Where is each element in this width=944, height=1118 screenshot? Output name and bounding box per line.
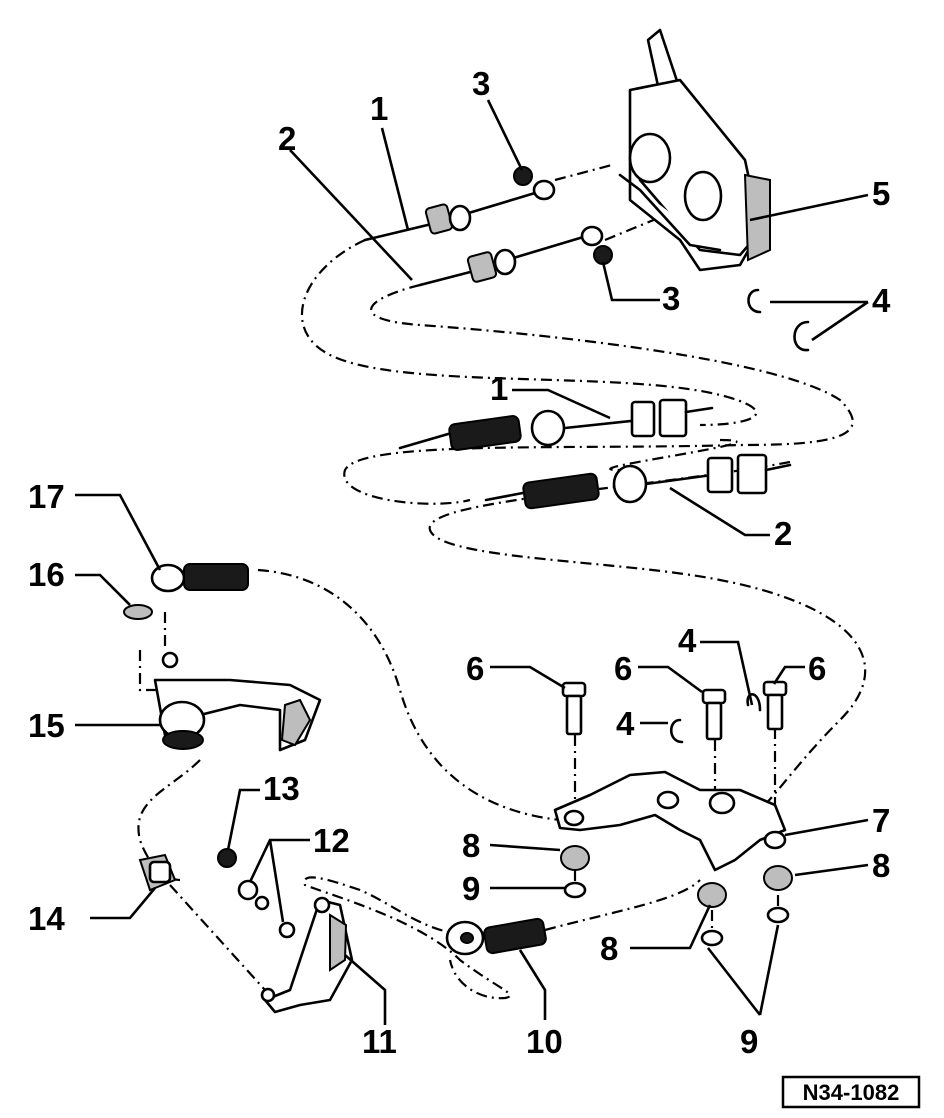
- gearbox-housing-bracket: [618, 28, 771, 272]
- callout-14: 14: [28, 900, 65, 937]
- callout-2-middle: 2: [774, 515, 792, 552]
- callout-4-upper: 4: [872, 282, 891, 319]
- small-fasteners: [217, 848, 296, 939]
- reference-code-label: N34-1082: [781, 1075, 921, 1109]
- reference-code-text: N34-1082: [803, 1080, 900, 1105]
- callout-12: 12: [313, 822, 350, 859]
- callout-4-left: 4: [616, 705, 635, 742]
- bushing: [138, 853, 177, 892]
- callout-8-left: 8: [462, 827, 480, 864]
- bushings-washers: [560, 845, 793, 947]
- ball-socket-lower: [445, 917, 547, 956]
- callout-15: 15: [28, 707, 65, 744]
- callout-2-upper: 2: [278, 120, 296, 157]
- callout-16: 16: [28, 556, 65, 593]
- callout-labels: 1 2 3 3 5 4 1 2 17 16 15 6 6 6 4 4 7 8 8…: [28, 65, 891, 1060]
- callout-17: 17: [28, 478, 65, 515]
- callout-4-top: 4: [678, 622, 697, 659]
- mounting-bracket: [553, 770, 787, 872]
- callout-13: 13: [263, 770, 300, 807]
- selector-lever: [153, 678, 322, 752]
- relay-lever: [260, 896, 354, 1014]
- cable-middle-assembly: [398, 398, 792, 510]
- callout-6-middle: 6: [614, 650, 632, 687]
- callout-1-middle: 1: [490, 370, 508, 407]
- callout-10: 10: [526, 1023, 563, 1060]
- leader-lines: [75, 99, 869, 1025]
- callout-6-left: 6: [466, 650, 484, 687]
- callout-8-right: 8: [872, 847, 890, 884]
- callout-5: 5: [872, 175, 890, 212]
- callout-9-left: 9: [462, 870, 480, 907]
- callout-3-lower: 3: [662, 280, 680, 317]
- cable-upper-assembly: [363, 166, 613, 287]
- callout-8-lower: 8: [600, 930, 618, 967]
- callout-6-right: 6: [808, 650, 826, 687]
- callout-7: 7: [872, 802, 890, 839]
- callout-9-lower: 9: [740, 1023, 758, 1060]
- ball-socket-upper: [123, 563, 249, 669]
- bolts: [561, 680, 788, 741]
- clips: [669, 288, 810, 744]
- callout-3-upper: 3: [472, 65, 490, 102]
- callout-11: 11: [362, 1023, 397, 1060]
- callout-1-upper: 1: [370, 90, 388, 127]
